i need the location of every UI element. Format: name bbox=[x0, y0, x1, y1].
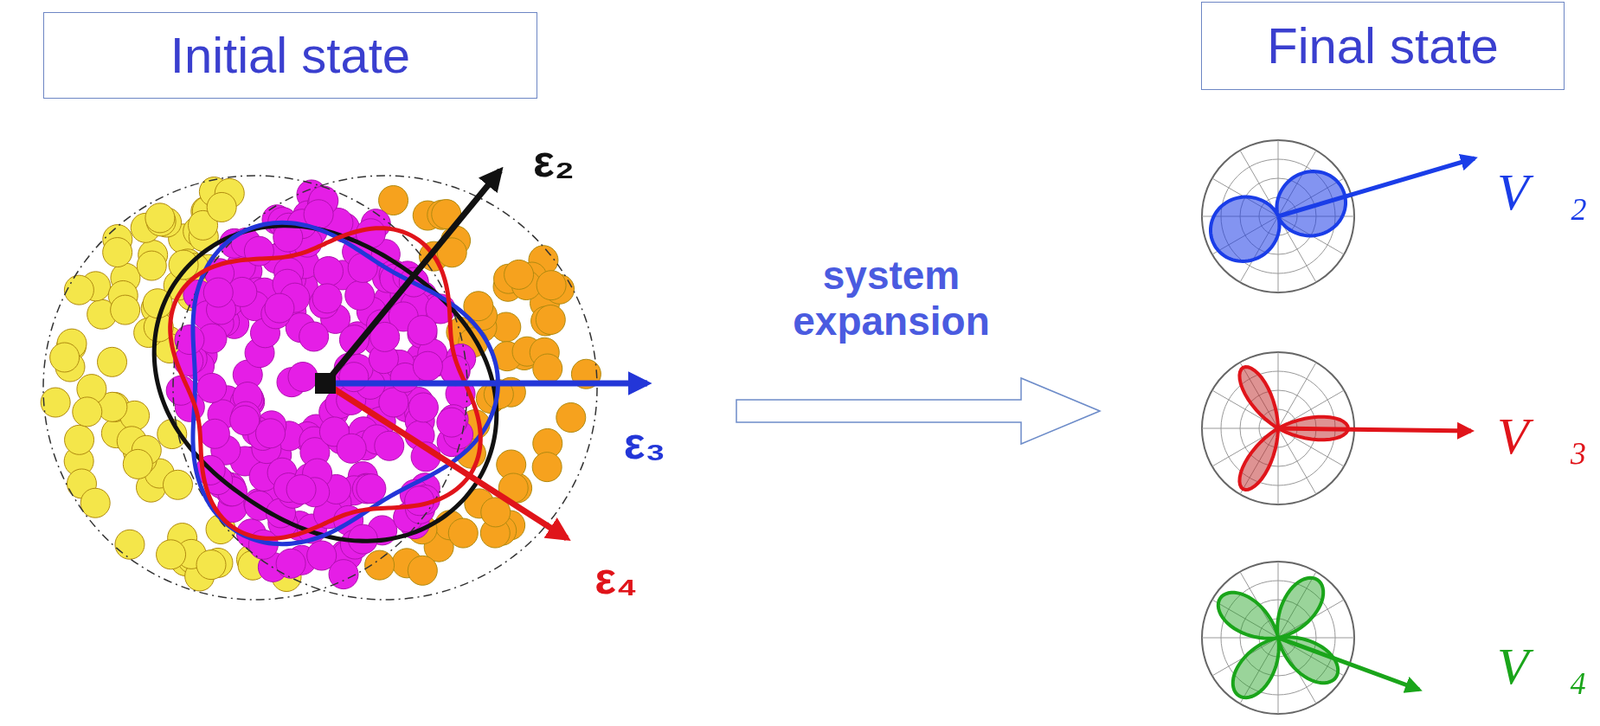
nucleon bbox=[174, 325, 205, 355]
nucleon bbox=[365, 550, 395, 580]
nucleon bbox=[532, 452, 562, 482]
nucleon bbox=[156, 539, 187, 570]
nucleon bbox=[556, 403, 586, 433]
flow-vector-label: V⃗₃ bbox=[1497, 404, 1588, 468]
nucleon bbox=[145, 203, 175, 233]
nucleon bbox=[64, 275, 94, 305]
nucleon bbox=[356, 474, 386, 504]
epsilon2-arrow bbox=[325, 170, 501, 384]
nucleon bbox=[408, 392, 438, 423]
nucleon bbox=[286, 475, 316, 505]
epsilon3-label: ε₃ bbox=[623, 416, 667, 470]
nucleon bbox=[102, 237, 133, 268]
title-text: Final state bbox=[1266, 18, 1499, 74]
nucleon bbox=[97, 346, 128, 377]
nucleon bbox=[288, 362, 318, 392]
expansion-arrow bbox=[736, 378, 1100, 444]
nucleus-outline bbox=[173, 175, 598, 600]
nucleon bbox=[312, 283, 342, 314]
flow-vector-label: V⃗₂ bbox=[1497, 160, 1588, 224]
nucleon bbox=[339, 362, 369, 392]
epsilon4-label: ε₄ bbox=[594, 551, 637, 605]
nucleon bbox=[80, 488, 110, 518]
nucleon bbox=[206, 192, 237, 222]
process-label: system expansion bbox=[761, 252, 1022, 345]
nucleon bbox=[264, 293, 295, 323]
nucleon bbox=[407, 555, 437, 585]
nucleon bbox=[276, 548, 306, 579]
title-box: Final state bbox=[1201, 1, 1565, 90]
nucleon bbox=[50, 342, 80, 373]
nucleon bbox=[122, 449, 153, 479]
nucleon bbox=[199, 418, 230, 449]
nucleon bbox=[115, 529, 145, 560]
nucleon bbox=[412, 351, 443, 381]
title-box: Initial state bbox=[43, 12, 538, 99]
nucleon bbox=[40, 387, 71, 418]
epsilon4-arrow bbox=[325, 383, 567, 539]
nucleon bbox=[504, 259, 534, 290]
epsilon3-arrow bbox=[325, 380, 648, 387]
nucleon bbox=[196, 550, 226, 580]
nucleon bbox=[336, 433, 367, 463]
nucleon bbox=[256, 418, 286, 449]
nucleon bbox=[136, 250, 167, 281]
nucleon bbox=[535, 305, 566, 335]
nucleon bbox=[448, 518, 478, 548]
flow-vector-arrow bbox=[1278, 637, 1420, 690]
nucleon bbox=[197, 372, 227, 403]
flow-vector-arrow bbox=[1278, 158, 1475, 217]
nucleon bbox=[110, 295, 141, 325]
nucleon bbox=[72, 397, 103, 427]
epsilon2-label: ε₂ bbox=[533, 134, 575, 188]
nucleon bbox=[230, 405, 260, 436]
nucleon bbox=[299, 321, 329, 352]
center-marker bbox=[314, 372, 336, 394]
nucleon bbox=[64, 424, 95, 455]
flow-vector-label: V⃗₄ bbox=[1497, 635, 1588, 698]
nucleon bbox=[374, 430, 405, 461]
nucleon bbox=[536, 270, 566, 301]
nucleon bbox=[345, 280, 375, 310]
nucleon bbox=[203, 277, 233, 308]
nucleon bbox=[314, 257, 344, 287]
flow-vector-arrow bbox=[1278, 428, 1472, 431]
nucleon bbox=[407, 315, 437, 346]
nucleon bbox=[533, 353, 563, 384]
nucleon bbox=[162, 469, 193, 500]
title-text: Initial state bbox=[170, 27, 411, 84]
